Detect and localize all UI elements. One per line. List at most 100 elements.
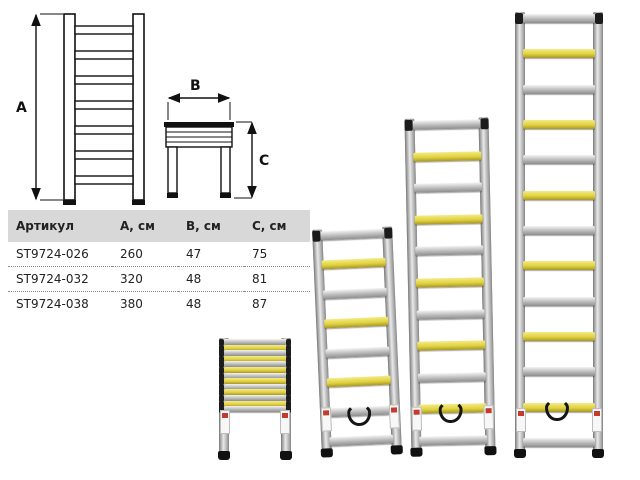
ladder-rung <box>219 406 291 414</box>
ladder-rung <box>326 375 391 388</box>
article-cell: ST9724-038 <box>8 291 112 316</box>
dimension-b-label: B <box>190 78 201 94</box>
rung-cap-icon <box>219 361 224 369</box>
ladder-rung <box>523 190 595 200</box>
article-cell: ST9724-026 <box>16 247 89 261</box>
rung-cap-icon <box>219 372 224 380</box>
ladder-rung <box>414 214 483 225</box>
rung-cap-icon <box>286 406 291 414</box>
ladder-rung <box>523 49 595 59</box>
warning-sticker <box>592 408 602 432</box>
warning-sticker <box>220 410 230 434</box>
rung-cap-icon <box>219 400 224 408</box>
rung-cap-icon <box>286 339 291 346</box>
ladder-rung <box>523 155 595 165</box>
rung-cap-icon <box>219 395 224 402</box>
rung-cap-icon <box>286 355 291 363</box>
ladder-foot <box>484 446 497 456</box>
ladder-rung <box>415 277 485 288</box>
rung-cap-icon <box>286 372 291 380</box>
table-header-3: С, см <box>244 210 310 242</box>
ladder-rung <box>219 383 291 391</box>
warning-sticker <box>516 408 526 432</box>
ladder-rung <box>219 389 291 397</box>
rung-cap-icon <box>286 389 291 397</box>
ladder-rung <box>219 339 291 346</box>
value-cell: 260 <box>120 247 143 261</box>
ladder-rung <box>219 378 291 386</box>
ladder-rung <box>523 367 595 377</box>
value-cell: 48 <box>178 291 244 316</box>
ladder-foot <box>280 451 292 460</box>
ladder-rung <box>219 350 291 358</box>
ladder-photo-small <box>311 224 403 458</box>
rung-cap-icon <box>286 361 291 369</box>
ladder-rung <box>515 13 603 24</box>
value-cell: 47 <box>186 247 202 261</box>
ladder-foot <box>592 449 604 458</box>
ladder-rung <box>321 258 386 270</box>
ladder-rung <box>404 118 489 131</box>
rung-cap-icon <box>219 383 224 391</box>
ladder-photo-medium <box>403 115 497 457</box>
rung-cap-icon <box>219 344 224 352</box>
ladder-foot <box>514 449 526 458</box>
ladder-rung <box>523 84 595 94</box>
ladder-rung <box>415 245 484 257</box>
ladder-rung <box>219 344 291 352</box>
ladder-foot <box>390 445 403 455</box>
ladder-rung <box>312 227 393 242</box>
warning-sticker <box>411 406 423 431</box>
ladder-foot <box>218 451 230 460</box>
ladder-rung <box>417 372 486 383</box>
rung-cap-icon <box>480 118 489 130</box>
table-row: ST9724-026 260 47 75 <box>8 242 310 267</box>
ladder-rung <box>416 308 485 320</box>
table-header-0: Артикул <box>8 210 112 242</box>
value-cell: 75 <box>252 247 268 261</box>
ladder-rung <box>413 182 483 193</box>
ladder-rung <box>219 361 291 369</box>
rung-cap-icon <box>384 227 393 239</box>
rung-cap-icon <box>312 230 321 242</box>
ladder-rung <box>417 340 486 351</box>
rung-cap-icon <box>286 367 291 374</box>
ladder-rung <box>324 316 389 329</box>
value-cell: 320 <box>112 266 178 292</box>
closure-strap <box>544 399 569 422</box>
rung-cap-icon <box>286 400 291 408</box>
dimension-a-label: A <box>16 100 27 116</box>
rung-cap-icon <box>219 389 224 397</box>
warning-sticker <box>388 404 400 429</box>
ladder-rung <box>523 226 595 235</box>
ladder-rung <box>219 355 291 363</box>
ladder-front-drawing: A <box>16 13 145 205</box>
rung-cap-icon <box>286 350 291 358</box>
rung-cap-icon <box>286 378 291 386</box>
ladder-foot <box>410 447 423 457</box>
ladder-rung <box>325 346 390 359</box>
ladder-rung <box>329 434 394 447</box>
rung-cap-icon <box>286 383 291 391</box>
ladder-rung <box>523 120 595 129</box>
ladder-rung <box>219 372 291 380</box>
ladder-foot <box>320 448 334 458</box>
rung-cap-icon <box>219 355 224 363</box>
article-cell: ST9724-032 <box>8 266 112 292</box>
ladder-rung <box>322 287 388 300</box>
ladder-rung <box>523 261 595 271</box>
rung-cap-icon <box>404 119 413 131</box>
rung-cap-icon <box>286 395 291 402</box>
rung-cap-icon <box>219 406 224 414</box>
ladder-photo-large <box>514 10 604 458</box>
value-cell: 87 <box>244 291 310 316</box>
ladder-rung <box>219 367 291 374</box>
value-cell: 48 <box>178 266 244 292</box>
ladder-rung <box>523 438 595 447</box>
value-cell: 380 <box>112 291 178 316</box>
ladder-rung <box>219 400 291 408</box>
